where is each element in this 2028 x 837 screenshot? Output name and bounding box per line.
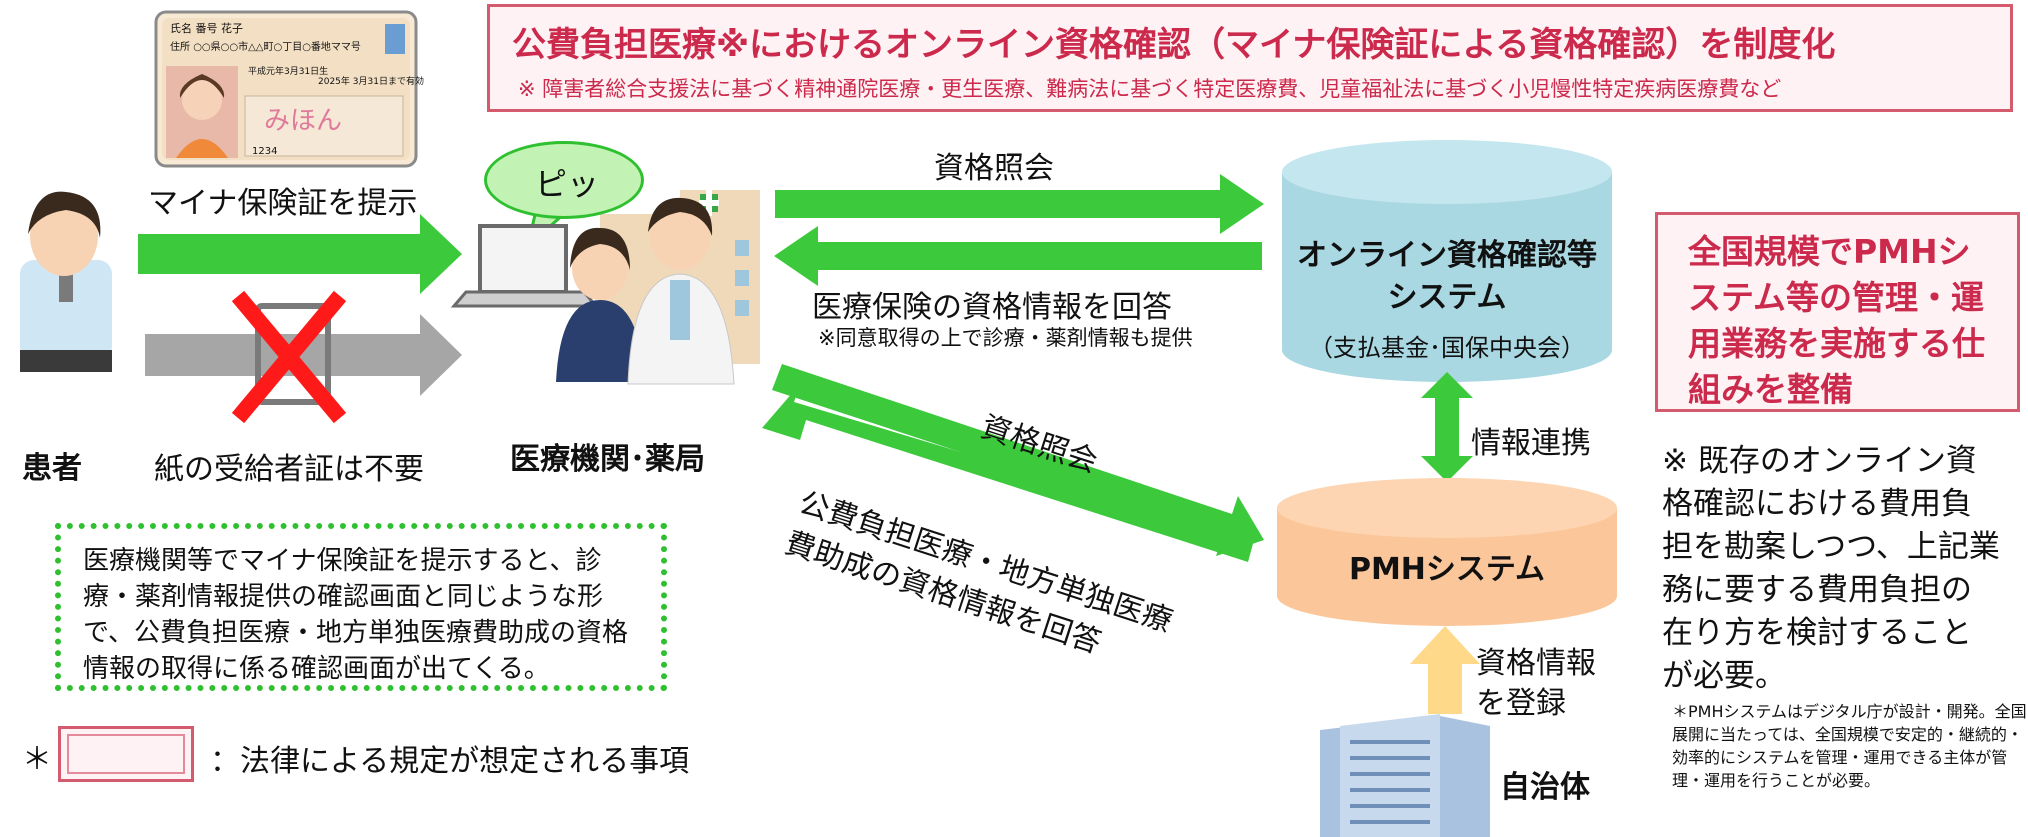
- framework-box: 全国規模でPMHシステム等の管理・運用業務を実施する仕組みを整備: [1655, 212, 2020, 412]
- card-name: 氏名 番号 花子: [170, 20, 243, 36]
- present-card-label: マイナ保険証を提示: [148, 186, 418, 221]
- title-main: 公費負担医療※におけるオンライン資格確認（マイナ保険証による資格確認）を制度化: [512, 25, 1836, 65]
- legend-swatch: [58, 726, 194, 782]
- online-system-title-1: オンライン資格確認等: [1297, 238, 1597, 273]
- legend-text: ：法律による規定が想定される事項: [210, 744, 690, 779]
- paper-not-needed-label: 紙の受給者証は不要: [154, 452, 424, 487]
- arrow-answer-diag: [762, 384, 1254, 562]
- title-note: ※ 障害者総合支援法に基づく精神通院医療・更生医療、難病法に基づく特定医療費、児…: [518, 77, 1782, 101]
- arrow-register: [1410, 626, 1480, 714]
- answer-top-note: ※同意取得の上で診療・薬剤情報も提供: [818, 326, 1193, 350]
- card-birth: 平成元年3月31日生: [248, 67, 329, 77]
- card-signature: みほん: [264, 106, 343, 136]
- pmh-footnote: ＊PMHシステムはデジタル庁が設計・開発。全国展開に当たっては、全国規模で安定的…: [1672, 702, 2027, 790]
- card-address-label: 住所: [170, 42, 190, 53]
- pmh-system-title: PMHシステム: [1348, 552, 1546, 587]
- beep-bubble: ピッ: [484, 141, 644, 219]
- framework-text: 全国規模でPMHシステム等の管理・運用業務を実施する仕組みを整備: [1688, 232, 1985, 409]
- patient-label: 患者: [22, 451, 82, 486]
- arrow-present-card: [138, 214, 462, 294]
- card-number: 1234: [252, 146, 278, 157]
- info-link-label: 情報連携: [1471, 426, 1591, 461]
- legend-swatch-inner: [67, 734, 185, 774]
- online-system-cylinder: [1282, 140, 1612, 382]
- arrow-paper-cert: [145, 314, 462, 396]
- pmh-system-cylinder: [1277, 478, 1617, 626]
- screen-note-text: 医療機関等でマイナ保険証を提示すると、診療・薬剤情報提供の確認画面と同じような形…: [83, 546, 628, 684]
- beep-text: ピッ: [535, 165, 600, 203]
- online-system-title-2: システム: [1387, 280, 1507, 315]
- card-name-label: 氏名: [170, 22, 192, 35]
- card-expiry: 2025年 3月31日まで有効: [318, 77, 424, 87]
- card-address: 住所 ○○県○○市△△町○丁目○番地ママ号: [170, 38, 361, 53]
- municipality-label: 自治体: [1500, 770, 1590, 805]
- online-system-sub: （支払基金･国保中央会）: [1309, 334, 1585, 362]
- red-x-icon: [231, 290, 347, 424]
- register-label-1: 資格情報: [1476, 646, 1596, 681]
- title-box: 公費負担医療※におけるオンライン資格確認（マイナ保険証による資格確認）を制度化 …: [487, 4, 2013, 112]
- card-name-value: 番号 花子: [195, 22, 244, 35]
- laptop-icon: [450, 224, 600, 308]
- mynumber-card: [154, 10, 418, 168]
- register-label-2: を登録: [1476, 686, 1566, 721]
- legend-star: ＊: [22, 742, 52, 777]
- arrow-query-top: [775, 174, 1264, 234]
- screen-note-box: 医療機関等でマイナ保険証を提示すると、診療・薬剤情報提供の確認画面と同じような形…: [55, 523, 667, 691]
- municipality-building-icon: [1320, 714, 1490, 837]
- cost-note: ※ 既存のオンライン資格確認における費用負担を勘案しつつ、上記業務に要する費用負…: [1662, 443, 2000, 694]
- arrow-answer-top: [774, 226, 1262, 286]
- arrow-info-link: [1421, 372, 1473, 482]
- query-top-label: 資格照会: [934, 151, 1054, 186]
- answer-top-label: 医療保険の資格情報を回答: [812, 290, 1172, 325]
- institution-label: 医療機関･薬局: [510, 442, 705, 477]
- staff-figures: [556, 197, 735, 385]
- patient-figure: [20, 191, 112, 372]
- card-address-value: ○○県○○市△△町○丁目○番地ママ号: [193, 42, 361, 53]
